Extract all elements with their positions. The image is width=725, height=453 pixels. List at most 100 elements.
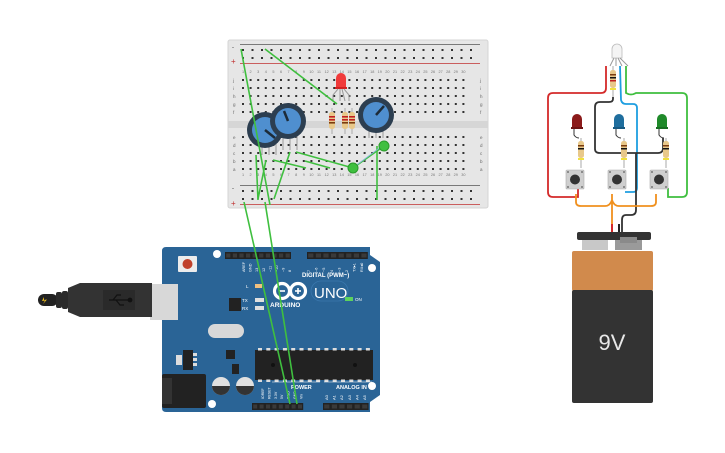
breadboard-hole[interactable]	[340, 168, 343, 170]
breadboard-hole[interactable]	[394, 168, 396, 170]
breadboard-hole[interactable]	[318, 136, 320, 138]
rail-hole[interactable]	[356, 57, 358, 59]
breadboard-hole[interactable]	[348, 152, 351, 154]
breadboard-hole[interactable]	[416, 152, 419, 154]
breadboard-hole[interactable]	[348, 144, 351, 146]
breadboard-hole[interactable]	[416, 160, 419, 162]
breadboard-hole[interactable]	[242, 111, 244, 113]
breadboard-hole[interactable]	[363, 152, 366, 154]
breadboard-hole[interactable]	[447, 152, 450, 154]
resistor-3[interactable]	[349, 108, 355, 134]
rail-hole[interactable]	[327, 198, 330, 200]
breadboard-hole[interactable]	[249, 144, 252, 146]
breadboard-hole[interactable]	[378, 152, 381, 154]
breadboard-hole[interactable]	[409, 144, 412, 146]
breadboard-hole[interactable]	[257, 160, 260, 162]
rail-hole[interactable]	[451, 198, 453, 200]
header-pin[interactable]	[239, 253, 244, 258]
breadboard-hole[interactable]	[242, 103, 244, 105]
breadboard-hole[interactable]	[447, 103, 450, 105]
breadboard-hole[interactable]	[310, 87, 313, 89]
breadboard-hole[interactable]	[272, 152, 275, 154]
header-pin[interactable]	[315, 253, 321, 258]
rail-hole[interactable]	[460, 190, 463, 192]
rail-hole[interactable]	[356, 198, 358, 200]
breadboard-hole[interactable]	[447, 79, 450, 81]
rail-hole[interactable]	[251, 57, 254, 59]
breadboard-hole[interactable]	[257, 168, 260, 170]
breadboard-hole[interactable]	[333, 79, 336, 81]
breadboard-hole[interactable]	[280, 87, 282, 89]
breadboard-hole[interactable]	[356, 103, 358, 105]
rail-hole[interactable]	[432, 198, 434, 200]
header-pin[interactable]	[246, 253, 251, 258]
breadboard-hole[interactable]	[356, 136, 358, 138]
breadboard-hole[interactable]	[348, 160, 351, 162]
rail-hole[interactable]	[422, 49, 425, 51]
breadboard-hole[interactable]	[264, 79, 267, 81]
wire[interactable]	[304, 160, 331, 169]
rail-hole[interactable]	[470, 190, 472, 192]
rail-hole[interactable]	[280, 198, 282, 200]
rail-hole[interactable]	[318, 57, 320, 59]
breadboard-hole[interactable]	[333, 168, 336, 170]
breadboard-hole[interactable]	[295, 87, 298, 89]
breadboard-hole[interactable]	[401, 87, 404, 89]
header-pin[interactable]	[259, 253, 264, 258]
rail-hole[interactable]	[318, 49, 320, 51]
breadboard-hole[interactable]	[416, 136, 419, 138]
breadboard-hole[interactable]	[242, 160, 244, 162]
breadboard-hole[interactable]	[287, 87, 290, 89]
breadboard-hole[interactable]	[302, 168, 305, 170]
breadboard-hole[interactable]	[401, 160, 404, 162]
rail-hole[interactable]	[365, 49, 368, 51]
breadboard-hole[interactable]	[439, 111, 442, 113]
rail-hole[interactable]	[375, 49, 377, 51]
rail-hole[interactable]	[280, 57, 282, 59]
breadboard-hole[interactable]	[325, 168, 328, 170]
breadboard-hole[interactable]	[318, 95, 320, 97]
resistor-1[interactable]	[329, 108, 335, 134]
breadboard-hole[interactable]	[249, 160, 252, 162]
rail-hole[interactable]	[470, 57, 472, 59]
rail-hole[interactable]	[413, 198, 415, 200]
breadboard-hole[interactable]	[242, 95, 244, 97]
breadboard-hole[interactable]	[310, 168, 313, 170]
breadboard-hole[interactable]	[432, 168, 434, 170]
rail-hole[interactable]	[451, 190, 453, 192]
breadboard-hole[interactable]	[447, 144, 450, 146]
breadboard-hole[interactable]	[257, 79, 260, 81]
breadboard-hole[interactable]	[280, 103, 282, 105]
rail-hole[interactable]	[403, 198, 406, 200]
breadboard-hole[interactable]	[439, 152, 442, 154]
rail-hole[interactable]	[460, 198, 463, 200]
breadboard-hole[interactable]	[302, 136, 305, 138]
breadboard-hole[interactable]	[295, 95, 298, 97]
rail-hole[interactable]	[451, 57, 453, 59]
wire[interactable]	[272, 159, 307, 169]
breadboard-hole[interactable]	[287, 144, 290, 146]
wire[interactable]	[240, 48, 271, 206]
breadboard-hole[interactable]	[439, 95, 442, 97]
wire[interactable]	[255, 154, 259, 201]
breadboard-hole[interactable]	[462, 152, 465, 154]
wire[interactable]	[273, 151, 291, 200]
breadboard-hole[interactable]	[333, 152, 336, 154]
breadboard-hole[interactable]	[340, 160, 343, 162]
rail-hole[interactable]	[384, 198, 387, 200]
breadboard-hole[interactable]	[310, 95, 313, 97]
breadboard-hole[interactable]	[386, 160, 389, 162]
breadboard-hole[interactable]	[424, 95, 427, 97]
breadboard-hole[interactable]	[432, 144, 434, 146]
breadboard-hole[interactable]	[386, 168, 389, 170]
breadboard-hole[interactable]	[439, 144, 442, 146]
breadboard-hole[interactable]	[416, 111, 419, 113]
rail-hole[interactable]	[261, 49, 263, 51]
breadboard-hole[interactable]	[432, 87, 434, 89]
breadboard-hole[interactable]	[462, 79, 465, 81]
breadboard-hole[interactable]	[432, 136, 434, 138]
breadboard-hole[interactable]	[454, 168, 457, 170]
header-pin[interactable]	[347, 404, 353, 409]
breadboard-hole[interactable]	[333, 87, 336, 89]
breadboard-hole[interactable]	[386, 79, 389, 81]
